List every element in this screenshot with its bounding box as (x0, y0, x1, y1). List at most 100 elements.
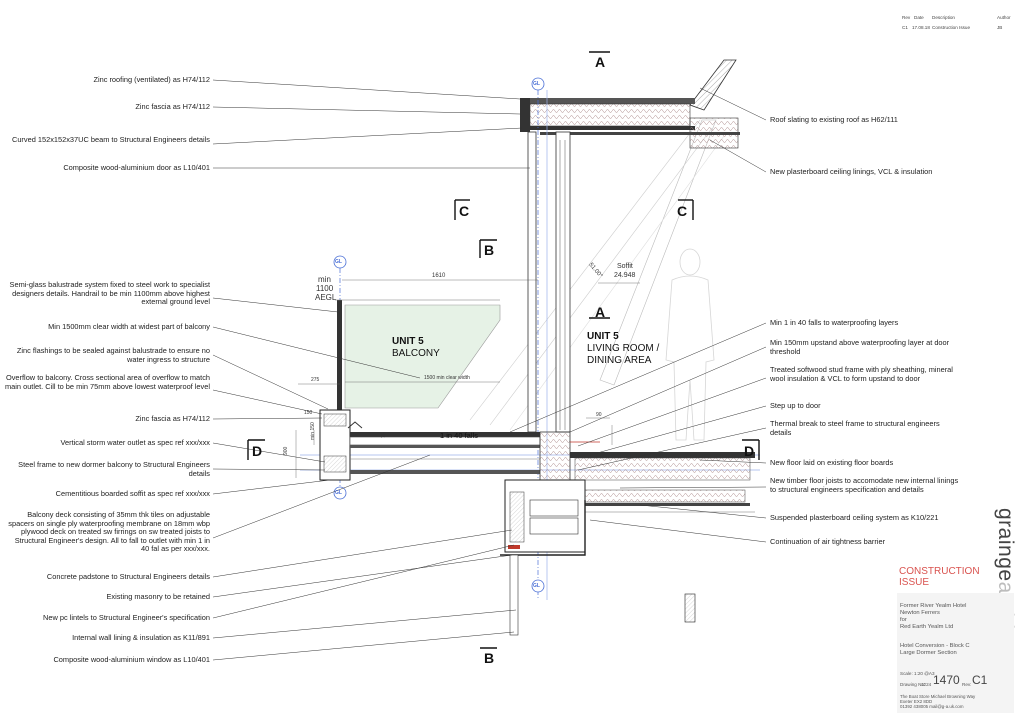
section-mark-c-left: C (459, 203, 470, 219)
balcony-deck (319, 409, 541, 481)
note-zinc-fascia-balcony: Zinc fascia as H74/112 (135, 414, 210, 423)
note-masonry: Existing masonry to be retained (106, 592, 210, 601)
drawing-title-1: Hotel Conversion - Block C (900, 643, 970, 649)
dimension-min-150: min 150 (310, 422, 316, 440)
brand-name-a: grainge (994, 508, 1017, 582)
section-mark-lines (247, 51, 760, 649)
note-balustrade: Semi-glass balustrade system fixed to st… (9, 280, 210, 307)
soffit-level: 24.948 (614, 272, 636, 279)
note-window: Composite wood-aluminium window as L10/4… (53, 655, 210, 664)
note-falls: Min 1 in 40 falls to waterproofing layer… (770, 318, 899, 327)
note-soffit: Cementitious boarded soffit as spec ref … (55, 489, 210, 498)
grid-bubbles (333, 77, 545, 593)
issue-line-2: ISSUE (899, 577, 930, 588)
note-lintels: New pc lintels to Structural Engineer's … (43, 613, 210, 622)
door-frame (527, 131, 571, 433)
handrail-ref: AEGL (315, 293, 337, 302)
note-roof-slating: Roof slating to existing roof as H62/111 (770, 115, 898, 124)
living-room-sub-2: DINING AREA (587, 355, 652, 366)
leader-lines-right (509, 87, 767, 543)
project-line-1: Former River Yealm Hotel (900, 603, 967, 609)
grid-label-balcony-top: GL (335, 259, 342, 265)
note-ceiling-linings: New plasterboard ceiling linings, VCL & … (770, 167, 933, 176)
revision-cell-description: Construction Issue (932, 25, 971, 30)
note-zinc-roofing: Zinc roofing (ventilated) as H74/112 (93, 75, 210, 84)
project-line-2: Newton Ferrers (900, 610, 940, 616)
note-zinc-fascia-top: Zinc fascia as H74/112 (135, 102, 210, 111)
dimension-150-left: 150 (304, 410, 313, 416)
project-for: for (900, 617, 907, 623)
balcony-room-sub: BALCONY (392, 348, 440, 359)
note-steel-frame: Steel frame to new dormer balcony to Str… (18, 460, 210, 478)
note-ceiling-system: Suspended plasterboard ceiling system as… (770, 513, 939, 522)
dimension-1610: 1610 (432, 273, 446, 279)
section-mark-c-right: C (677, 203, 688, 219)
revision-header-author: Author (997, 15, 1011, 20)
issue-status: CONSTRUCTION ISSUE (899, 566, 999, 588)
section-mark-b-bottom: B (484, 650, 495, 666)
dimension-900: 900 (283, 446, 289, 455)
grid-label-top: GL (533, 81, 540, 87)
note-thermal-break: Thermal break to steel frame to structur… (770, 419, 940, 437)
section-mark-b-top: B (484, 242, 495, 258)
grid-label-balcony-bottom: GL (335, 490, 342, 496)
section-mark-a-top: A (595, 54, 606, 70)
grid-label-bottom: GL (533, 583, 540, 589)
soffit-label: Soffit (617, 263, 633, 270)
leader-lines-left (212, 79, 530, 661)
drawing-scale: Scale: 1:20 @A3 (900, 671, 935, 676)
dimension-275: 275 (311, 377, 320, 383)
revision-cell-date: 17.08.18 (912, 25, 930, 30)
client-name: Red Earth Yealm Ltd (900, 624, 954, 630)
title-block (897, 593, 1014, 713)
drawing-title-2: Large Dormer Section (900, 650, 957, 656)
existing-masonry (500, 479, 586, 636)
dimension-lines (295, 279, 640, 478)
handrail-min-label: min (318, 275, 331, 284)
note-clear-width: Min 1500mm clear width at widest part of… (48, 322, 210, 331)
drawing-number: 1470 (933, 673, 960, 687)
revision-header-rev: Rev (902, 15, 911, 20)
address-line-1: The Boat Store Michael Browning Way (900, 694, 976, 699)
issue-line-1: CONSTRUCTION (899, 566, 980, 577)
note-overflow: Overflow to balcony. Cross sectional are… (5, 373, 210, 391)
dimension-clear-width: 1500 min clear width (424, 375, 470, 381)
dimension-right: 90 (596, 412, 602, 418)
address-line-2: Exeter EX2 8DD (900, 699, 933, 704)
note-storm-outlet: Vertical storm water outlet as spec ref … (60, 438, 210, 447)
balcony-room-name: UNIT 5 (392, 336, 424, 347)
internal-floor (539, 431, 755, 513)
window-symbol (684, 593, 696, 623)
balustrade (335, 299, 501, 418)
note-wall-lining: Internal wall lining & insulation as K11… (72, 633, 210, 642)
revision-label: Rev: (962, 682, 972, 687)
revision-header-date: Date (914, 15, 924, 20)
note-upstand: Min 150mm upstand above waterproofing la… (770, 338, 950, 356)
note-stud-frame: Treated softwood stud frame with ply she… (770, 365, 953, 383)
handrail-min-value: 1100 (316, 284, 334, 293)
note-air-tightness: Continuation of air tightness barrier (770, 537, 886, 546)
living-room-sub-1: LIVING ROOM / (587, 343, 660, 354)
note-joists: New timber floor joists to accomodate ne… (770, 476, 959, 494)
revision-cell-author: JB (997, 25, 1003, 30)
note-curved-beam: Curved 152x152x37UC beam to Structural E… (11, 135, 210, 144)
section-mark-a-mid: A (595, 304, 606, 320)
note-door: Composite wood-aluminium door as L10/401 (63, 163, 210, 172)
dormer-roof (520, 98, 740, 149)
falls-label: 1 in 40 falls (440, 431, 478, 440)
drawing-number-prefix: 1224 (921, 682, 932, 687)
section-mark-d-left: D (252, 443, 263, 459)
note-padstone: Concrete padstone to Structural Engineer… (46, 572, 210, 581)
revision-cell-rev: C1 (902, 25, 908, 30)
scale-figure (665, 248, 715, 441)
revision-header-description: Description (932, 15, 955, 20)
note-new-floor: New floor laid on existing floor boards (770, 458, 894, 467)
note-zinc-flashings: Zinc flashings to be sealed against balu… (16, 346, 210, 364)
section-mark-d-right: D (744, 443, 755, 459)
living-room-name: UNIT 5 (587, 331, 619, 342)
note-step: Step up to door (770, 401, 821, 410)
contact-details: 01392 438005 mail@g-a.uk.com (900, 704, 964, 709)
drawing-number-label: Drawing No: (900, 682, 926, 687)
dimension-75: 75 (381, 432, 387, 438)
